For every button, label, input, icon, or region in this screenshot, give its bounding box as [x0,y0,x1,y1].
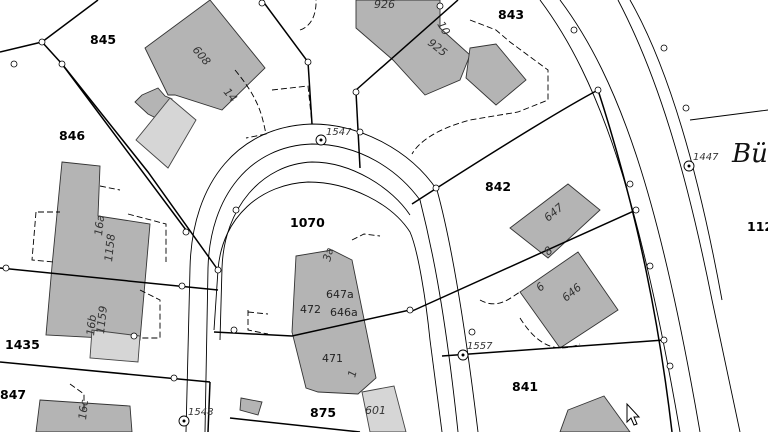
point-label-1447: 1447 [693,152,719,163]
boundary-14 [229,417,361,432]
building-shed-small [239,397,263,416]
main-road-4 [629,0,723,301]
point-labels: 1547 1557 1447 1548 [188,127,719,418]
boundary-2 [41,0,99,43]
dashed-outlines [31,0,581,410]
parcel-label-1070: 1070 [290,215,325,230]
house-label-16a: 16a [92,214,107,236]
mouse-cursor-icon [626,402,641,426]
vertex-markers [2,0,690,382]
road-edge-r2 [419,199,459,432]
main-road-3 [617,0,741,432]
dashed-608 [234,69,267,139]
parcel-label-842: 842 [485,179,511,194]
street-label: Bü [731,139,768,169]
parcel-label-845: 845 [90,32,116,47]
house-label-1: 1 [345,369,359,379]
parcel-label-841: 841 [512,379,538,394]
fixed-point-1447 [683,160,695,172]
house-label-16b: 16b [84,314,99,336]
house-label-1158: 1158 [102,233,118,262]
house-label-1159: 1159 [94,305,110,334]
boundary-15 [597,89,673,432]
road-edge-mid [204,143,421,432]
building-1159-annex [89,329,141,363]
house-label-926: 926 [374,0,395,11]
dashed-1158 [31,185,167,339]
dashed-1070 [247,233,381,335]
parcel-label-1435: 1435 [5,337,40,352]
building-647a-472 [291,249,377,395]
parcel-label-847: 847 [0,387,26,402]
unit-label-471: 471 [322,352,343,365]
boundary-9 [441,339,665,357]
dashed-847 [69,383,85,410]
unit-label-646a: 646a [330,306,358,319]
parcel-label-875: 875 [310,405,336,420]
boundary-5 [355,0,459,91]
fixed-point-1547 [315,134,327,146]
building-608-shed [135,97,197,169]
fixed-point-1557 [457,349,469,361]
dashed-road-north [271,85,313,125]
parcel-labels: 845 843 846 842 1070 1435 841 875 847 11… [0,7,768,420]
main-road-2 [559,0,701,432]
house-label-601: 601 [365,404,386,417]
fixed-point-1548 [178,415,190,427]
building-601 [361,385,407,432]
building-647 [509,183,601,259]
building-841 [559,395,631,432]
main-road-5 [689,109,768,121]
boundary-3 [61,63,219,271]
building-608 [144,0,266,111]
road-edge-outer [185,123,438,432]
building-646 [519,251,619,349]
point-label-1548: 1548 [188,407,213,418]
road-edge-r1 [436,189,479,432]
boundary-4 [261,0,313,125]
building-925-annex [465,43,527,106]
parcel-label-846: 846 [59,128,85,143]
parcel-label-843: 843 [498,7,524,22]
unit-label-647a: 647a [326,288,354,301]
parcel-label-112: 112 [747,219,768,234]
boundary-10 [213,309,411,337]
unit-labels: 471 472 647a 646a [300,288,358,365]
house-label-16c: 16c [76,399,91,420]
fixed-points [178,134,695,427]
boundary-12 [0,361,211,383]
boundary-13 [207,381,211,432]
building-847 [35,399,133,432]
building-926-925 [355,0,471,96]
road-lines [185,0,768,432]
house-label-10: 10 [434,19,452,38]
house-label-3a: 3a [320,246,336,263]
road-edge-r3 [429,339,443,432]
point-label-1557: 1557 [467,341,493,352]
boundary-8 [409,209,637,313]
unit-label-472: 472 [300,303,321,316]
buildings [35,0,631,432]
point-label-1547: 1547 [326,127,352,138]
dashed-925 [299,0,549,155]
road-edge-island [213,181,431,341]
boundary-1 [0,41,187,231]
